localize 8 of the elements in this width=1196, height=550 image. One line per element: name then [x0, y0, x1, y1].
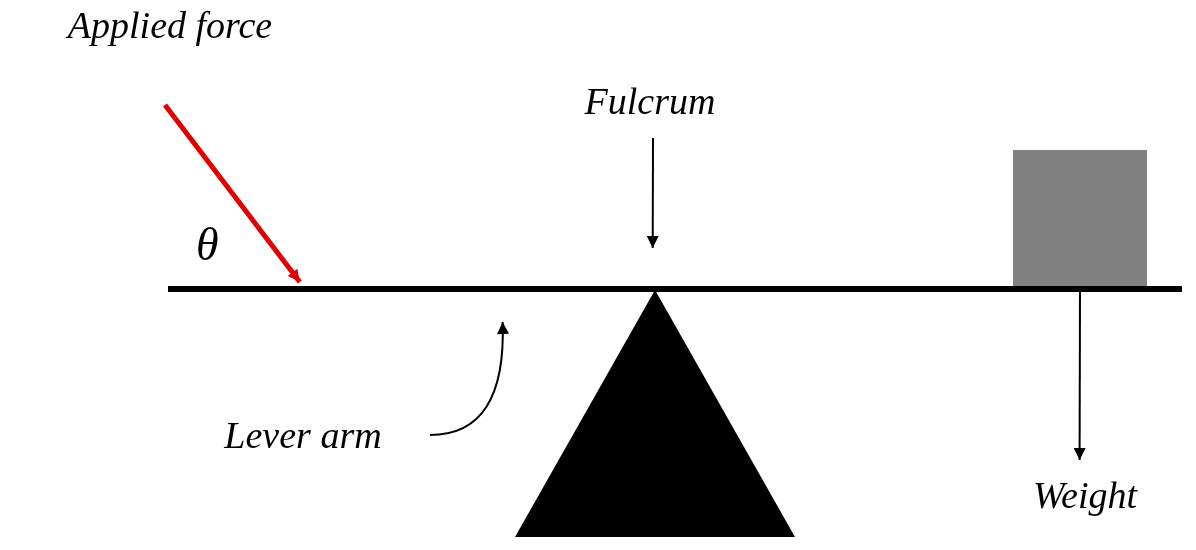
angle-symbol: θ	[196, 222, 219, 268]
text-label: Applied force	[67, 6, 273, 44]
text-label: Lever arm	[224, 416, 382, 454]
text-label: Fulcrum	[584, 82, 716, 120]
arrow	[163, 103, 302, 284]
text-label: Weight	[1032, 476, 1138, 514]
arrow	[646, 137, 659, 249]
leader-line	[429, 321, 509, 436]
